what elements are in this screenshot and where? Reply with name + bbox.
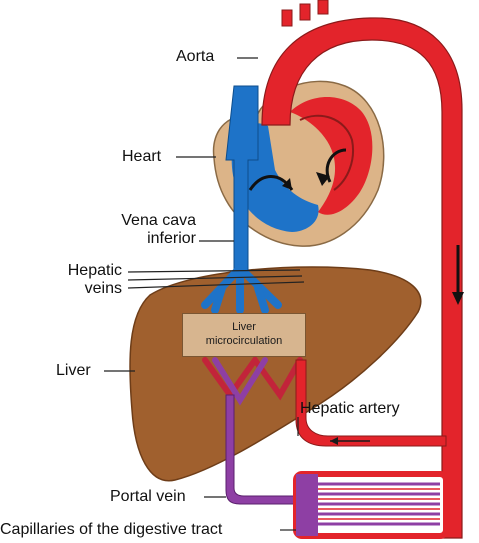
vena-cava-label-line2: inferior xyxy=(147,230,196,247)
liver-label: Liver xyxy=(56,362,91,379)
digestive-capillaries xyxy=(293,471,449,539)
aorta-label: Aorta xyxy=(176,48,215,65)
liver-micro-line1: Liver xyxy=(232,321,256,333)
liver-micro-line2: microcirculation xyxy=(205,335,283,347)
heart-label: Heart xyxy=(122,148,162,165)
heart-left-chamber xyxy=(290,97,373,215)
flow-arrows xyxy=(248,148,464,305)
leader-lines xyxy=(104,57,305,531)
capillaries-label: Capillaries of the digestive tract xyxy=(0,521,223,538)
vena-cava-label: Vena cava inferior xyxy=(102,212,196,248)
portal-vein-label: Portal vein xyxy=(110,488,186,505)
heart-left-arrow xyxy=(325,148,347,183)
hepatic-veins-label-line2: veins xyxy=(84,280,122,297)
liver-microcirculation-box: Liver microcirculation xyxy=(182,313,306,357)
hepatic-artery-vessel xyxy=(295,359,447,447)
vena-cava-label-line1: Vena cava xyxy=(121,212,196,229)
hepatic-artery-label: Hepatic artery xyxy=(300,400,400,417)
hepatic-veins-label: Hepatic veins xyxy=(44,262,122,298)
hepatic-veins xyxy=(201,264,282,314)
hepatic-veins-label-line1: Hepatic xyxy=(67,262,122,279)
